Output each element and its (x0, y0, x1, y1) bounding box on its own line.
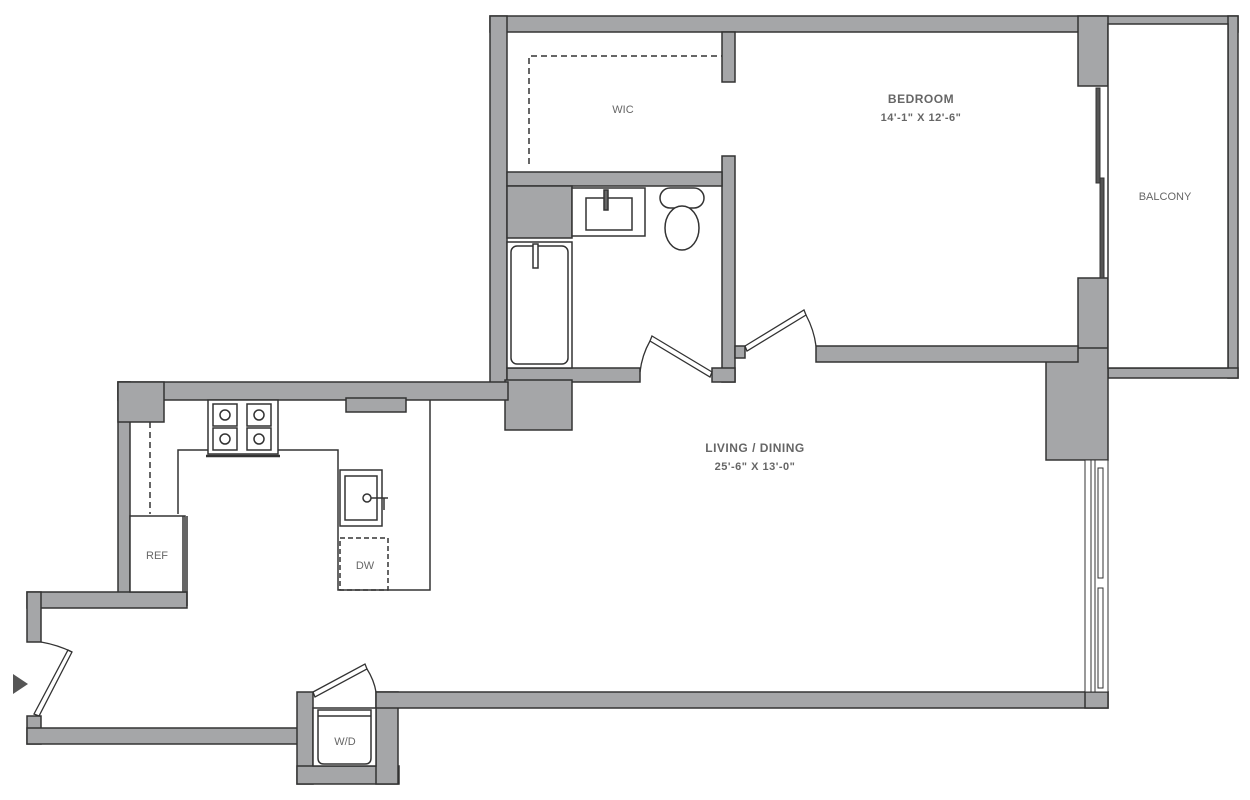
wall-bottom-right (375, 691, 1109, 709)
bathroom-door (639, 335, 713, 378)
balcony-label: BALCONY (1139, 191, 1192, 203)
wall-bedroom-bottom (815, 345, 1079, 363)
living-dining-dimensions: 25'-6" X 13'-0" (715, 461, 796, 473)
kitchen-sink-icon (339, 469, 388, 527)
wall-foyer-left-upper (26, 591, 42, 643)
wall-bath-bedroom (721, 155, 736, 383)
wall-kitchen-corner (117, 381, 165, 423)
bedroom-door (744, 309, 817, 352)
wall-kitchen-top (117, 381, 509, 401)
wall-column-right (1045, 347, 1109, 461)
toilet-icon (659, 187, 705, 251)
wall-bottom-left (26, 727, 300, 745)
bath-sink-icon (585, 197, 633, 231)
bedroom-dimensions: 14'-1" X 12'-6" (881, 112, 962, 124)
wall-balcony-right (1227, 15, 1239, 379)
wall-kitchen-soffit (345, 397, 407, 413)
entry-door (33, 641, 73, 717)
washer-dryer (312, 707, 377, 767)
bathtub-icon (506, 241, 573, 369)
bedroom-label: BEDROOM (888, 92, 954, 106)
wall-bedroom-door-stub (734, 345, 746, 359)
wall-foyer-top (26, 591, 188, 609)
wic-label: WIC (612, 104, 633, 116)
kitchen (129, 399, 431, 606)
wall-wic-bottom (506, 171, 723, 187)
balcony-slider-door (1095, 87, 1105, 279)
balcony-outline (1107, 23, 1229, 369)
washer-dryer-label: W/D (334, 736, 355, 748)
wall-column-bath (504, 379, 573, 431)
living-dining-label: LIVING / DINING (705, 441, 805, 455)
doors (33, 309, 817, 717)
wall-wic-left (489, 15, 508, 389)
wall-bath-block (506, 185, 573, 239)
refrigerator-outline (129, 515, 186, 593)
kitchen-counter (177, 400, 431, 591)
wall-bath-bottom (506, 367, 641, 383)
dishwasher-outline (339, 537, 389, 591)
wall-living-right-bottom (1084, 691, 1109, 709)
living-window (1084, 459, 1109, 693)
wall-pier-upper (1077, 15, 1109, 87)
refrigerator-label: REF (146, 550, 168, 562)
walls (26, 15, 1239, 785)
wall-wic-bedroom-upper (721, 31, 736, 83)
wall-balcony-bottom (1107, 367, 1239, 379)
wall-bath-bottom-stub (711, 367, 736, 383)
wd-door (312, 663, 377, 698)
wic-shelf-line (528, 55, 722, 164)
wall-pier-lower (1077, 277, 1109, 351)
dishwasher-label: DW (356, 560, 375, 572)
entry-arrow-icon (13, 674, 28, 694)
range-icon (206, 399, 280, 458)
bathroom-fixtures (506, 187, 705, 369)
